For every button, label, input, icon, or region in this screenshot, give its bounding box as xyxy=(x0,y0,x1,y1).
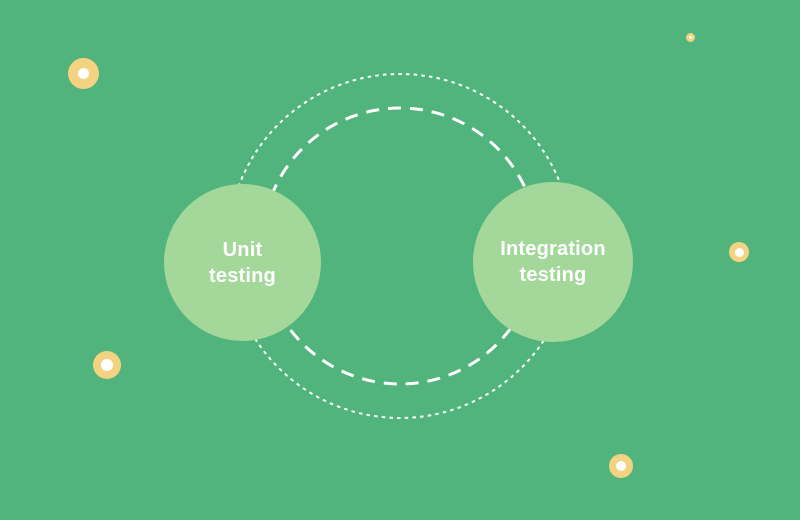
node-label-line: Unit xyxy=(222,238,263,261)
node-unit-testing-label: Unit testing xyxy=(209,237,276,289)
donut-dot-bottom-left-icon xyxy=(93,351,121,379)
donut-dot-top-right-small-icon xyxy=(686,33,695,42)
node-label-line: Integration xyxy=(500,238,606,260)
node-label-line: testing xyxy=(519,264,587,286)
node-unit-testing: Unit testing xyxy=(164,184,321,341)
node-integration-testing: Integration testing xyxy=(473,182,633,342)
node-label-line: testing xyxy=(209,264,276,287)
donut-dot-center xyxy=(101,359,113,371)
donut-dot-bottom-right-icon xyxy=(609,454,633,478)
donut-dot-center xyxy=(734,247,744,257)
node-integration-testing-label: Integration testing xyxy=(500,236,606,288)
donut-dot-center xyxy=(616,461,626,471)
donut-dot-right-middle-icon xyxy=(729,242,749,262)
donut-dot-center xyxy=(78,68,89,79)
donut-dot-center xyxy=(689,36,692,39)
donut-dot-top-left-icon xyxy=(68,58,99,89)
